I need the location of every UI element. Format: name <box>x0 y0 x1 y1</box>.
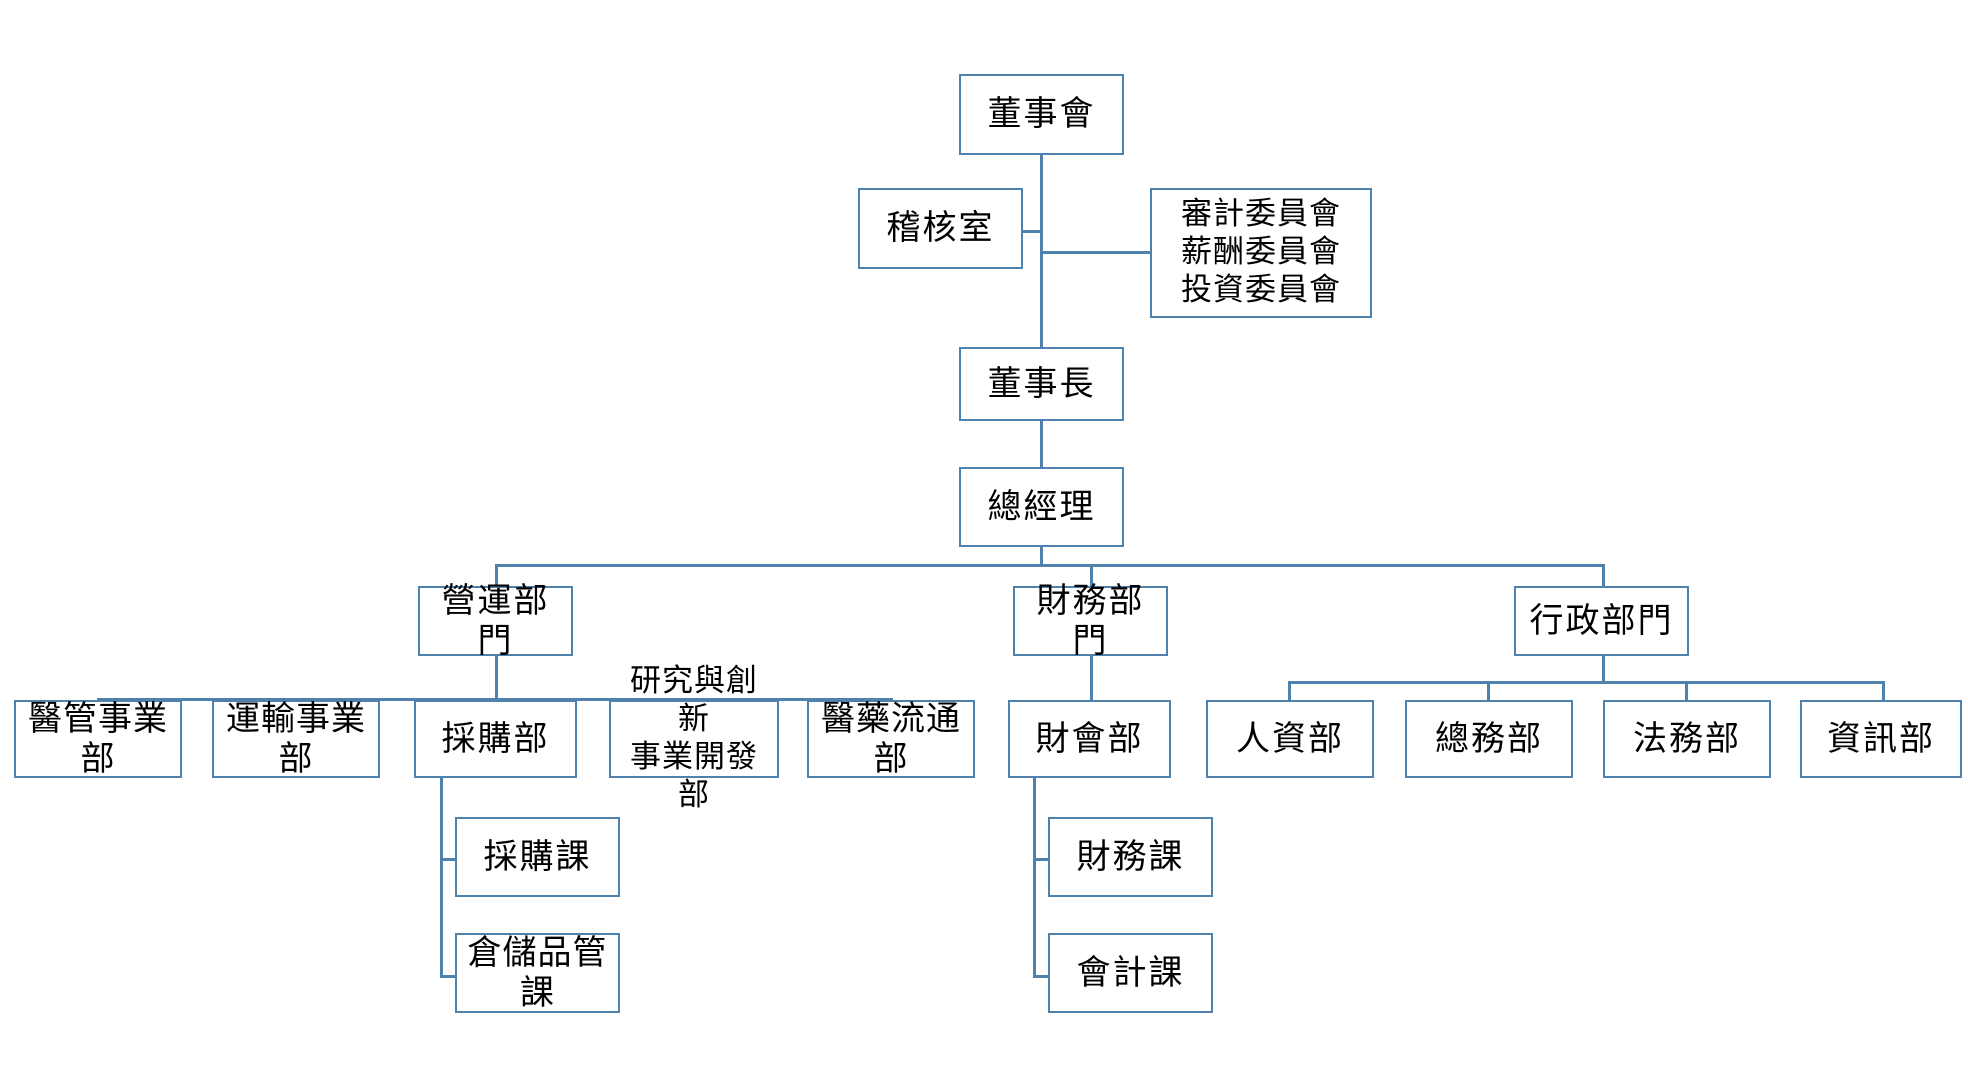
node-general-affairs[interactable]: 總務部 <box>1405 700 1573 778</box>
connector-board-to-audit-office <box>1022 230 1042 233</box>
node-admin-div[interactable]: 行政部門 <box>1514 586 1689 656</box>
connector-ops-div-down <box>495 655 498 700</box>
connector-procurement-down <box>440 778 443 978</box>
node-chairman[interactable]: 董事長 <box>959 347 1124 421</box>
connector-chairman-to-president <box>1040 419 1043 467</box>
node-accounting-sec[interactable]: 會計課 <box>1048 933 1213 1013</box>
node-fin-acct[interactable]: 財會部 <box>1008 700 1171 778</box>
node-legal[interactable]: 法務部 <box>1603 700 1771 778</box>
node-board[interactable]: 董事會 <box>959 74 1124 155</box>
node-warehouse-qc-sec[interactable]: 倉儲品管課 <box>455 933 620 1013</box>
node-rnd[interactable]: 研究與創新 事業開發部 <box>609 663 779 813</box>
connector-drop-fin-div <box>1090 564 1093 586</box>
connector-board-to-committees <box>1040 251 1150 254</box>
node-procurement-sec[interactable]: 採購課 <box>455 817 620 897</box>
node-it[interactable]: 資訊部 <box>1800 700 1962 778</box>
node-finance-sec[interactable]: 財務課 <box>1048 817 1213 897</box>
connector-admin-div-down <box>1602 655 1605 683</box>
connector-drop-admin-div <box>1602 564 1605 586</box>
node-pharma-dist[interactable]: 醫藥流通部 <box>807 699 975 779</box>
connector-president-down <box>1040 546 1043 566</box>
connector-fin-acct-to-finance-sec <box>1033 858 1048 861</box>
connector-ops-bus <box>97 698 892 701</box>
connector-board-down <box>1040 153 1043 347</box>
connector-fin-acct-to-accounting-sec <box>1033 975 1048 978</box>
node-committees[interactable]: 審計委員會 薪酬委員會 投資委員會 <box>1150 188 1372 318</box>
connector-drop-ops-div <box>495 564 498 586</box>
connector-procurement-to-procurement-sec <box>440 858 455 861</box>
connector-admin-bus <box>1288 681 1882 684</box>
node-transport[interactable]: 運輸事業部 <box>212 699 380 779</box>
node-procurement[interactable]: 採購部 <box>414 700 577 778</box>
connector-fin-acct-down <box>1033 778 1036 978</box>
connector-procurement-to-warehouse-sec <box>440 975 455 978</box>
node-fin-div[interactable]: 財務部門 <box>1013 581 1168 661</box>
connector-president-bus <box>495 564 1605 567</box>
node-med-mgmt[interactable]: 醫管事業部 <box>14 699 182 779</box>
node-hr[interactable]: 人資部 <box>1206 700 1374 778</box>
connector-fin-div-to-fin-acct <box>1090 655 1093 722</box>
node-president[interactable]: 總經理 <box>959 467 1124 547</box>
node-audit-office[interactable]: 稽核室 <box>858 188 1023 269</box>
node-ops-div[interactable]: 營運部門 <box>418 581 573 661</box>
